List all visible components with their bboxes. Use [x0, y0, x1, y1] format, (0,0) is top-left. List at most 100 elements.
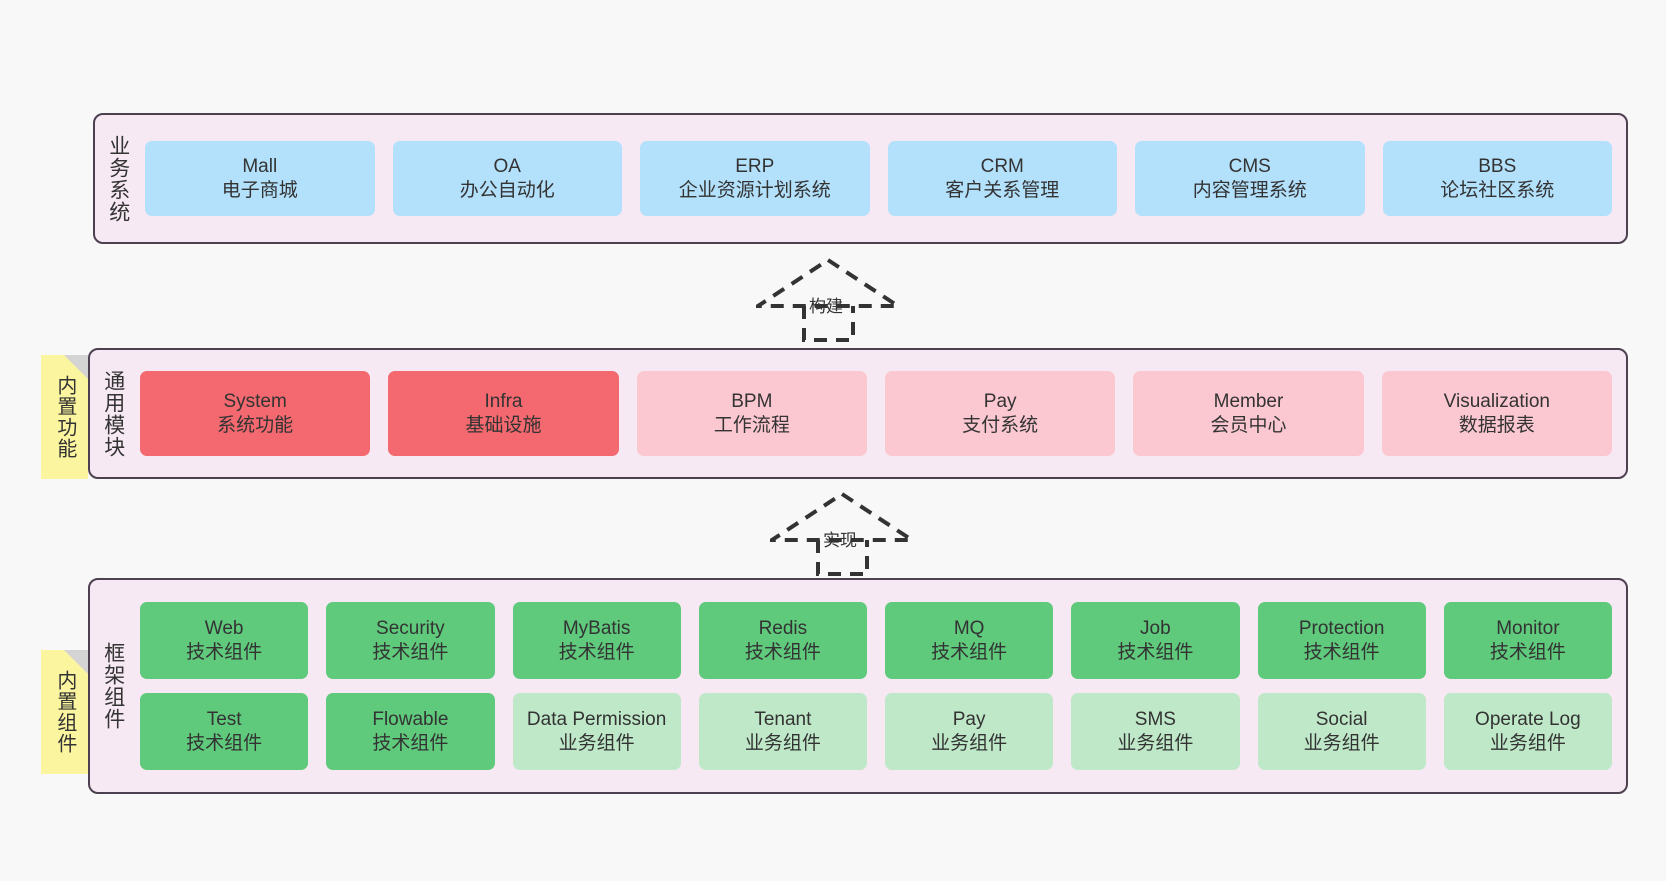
card-title: BBS	[1478, 156, 1517, 178]
card-subtitle: 工作流程	[713, 414, 790, 436]
card-title: CMS	[1228, 156, 1271, 178]
card-subtitle: 业务组件	[1489, 732, 1566, 754]
card-subtitle: 技术组件	[1117, 641, 1194, 663]
card-title: System	[223, 391, 287, 413]
card-title: SMS	[1134, 709, 1176, 731]
card-title: Flowable	[372, 709, 449, 731]
card-title: Data Permission	[526, 709, 667, 731]
card-subtitle: 技术组件	[372, 732, 449, 754]
card-title: Pay	[983, 391, 1017, 413]
card-title: Member	[1213, 391, 1284, 413]
card-title: Web	[204, 618, 244, 640]
card-subtitle: 会员中心	[1210, 414, 1287, 436]
business-systems-label: 业务系统	[106, 134, 130, 223]
implement-connector-label: 实现	[823, 531, 857, 550]
note-fold-corner-icon	[64, 355, 88, 379]
card-title: Operate Log	[1475, 709, 1581, 731]
card-title: Job	[1140, 618, 1171, 640]
card-subtitle: 电子商城	[221, 179, 298, 201]
card-subtitle: 业务组件	[931, 732, 1008, 754]
card-title: Mall	[242, 156, 278, 178]
card-title: BPM	[731, 391, 773, 413]
card-subtitle: 业务组件	[1117, 732, 1194, 754]
card-subtitle: 业务组件	[558, 732, 635, 754]
card-subtitle: 数据报表	[1458, 414, 1535, 436]
card-title: Redis	[758, 618, 808, 640]
build-connector	[751, 257, 906, 342]
card-subtitle: 技术组件	[186, 732, 263, 754]
builtin-component-note: 内置组件	[41, 650, 88, 774]
card-subtitle: 业务组件	[744, 732, 821, 754]
common-modules-label: 通用模块	[101, 369, 125, 458]
card-subtitle: 客户关系管理	[945, 179, 1060, 201]
card-subtitle: 办公自动化	[459, 179, 555, 201]
framework-components-label: 框架组件	[101, 642, 125, 730]
builtin-function-note: 内置功能	[41, 355, 88, 479]
card-title: Test	[206, 709, 242, 731]
card-subtitle: 技术组件	[1303, 641, 1380, 663]
card-subtitle: 技术组件	[558, 641, 635, 663]
card-title: Pay	[952, 709, 986, 731]
card-subtitle: 系统功能	[217, 414, 294, 436]
card-title: Protection	[1298, 618, 1385, 640]
builtin-function-note-text: 内置功能	[53, 375, 76, 459]
card-title: MyBatis	[562, 618, 631, 640]
card-subtitle: 技术组件	[186, 641, 263, 663]
card-subtitle: 企业资源计划系统	[678, 179, 831, 201]
card-title: Security	[376, 618, 445, 640]
card-subtitle: 技术组件	[931, 641, 1008, 663]
card-subtitle: 技术组件	[1489, 641, 1566, 663]
card-subtitle: 基础设施	[465, 414, 542, 436]
card-title: Visualization	[1443, 391, 1550, 413]
card-subtitle: 内容管理系统	[1192, 179, 1307, 201]
card-title: CRM	[980, 156, 1024, 178]
card-title: OA	[493, 156, 521, 178]
card-title: Tenant	[754, 709, 812, 731]
card-title: Social	[1315, 709, 1368, 731]
card-subtitle: 技术组件	[372, 641, 449, 663]
implement-connector	[765, 491, 920, 576]
card-title: Infra	[484, 391, 523, 413]
card-subtitle: 业务组件	[1303, 732, 1380, 754]
card-title: MQ	[953, 618, 985, 640]
